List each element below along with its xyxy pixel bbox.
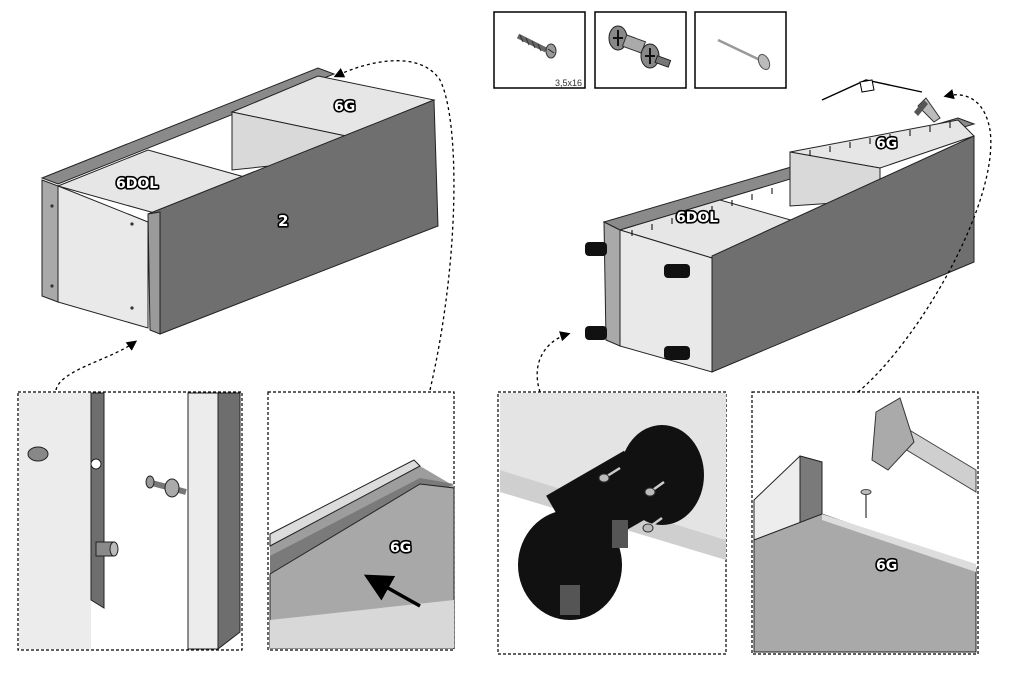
cam-screw-detail-icon (145, 475, 187, 498)
hardware-box-screw: 3,5x16 (493, 11, 586, 89)
label-6g-slide: 6G (390, 540, 411, 556)
leg-foot-icon (518, 425, 704, 620)
detail-cam-dowel (17, 391, 243, 651)
hardware-box-cam (594, 11, 687, 89)
label-6dol-left: 6DOL (116, 176, 158, 192)
hammer-icon (871, 397, 977, 493)
hardware-box-nail (694, 11, 787, 89)
wood-screw-icon (516, 33, 557, 59)
nail-icon (717, 38, 771, 71)
hammer-icon-small (821, 79, 941, 123)
right-cabinet-assembly: 6DOL 6G (585, 79, 976, 373)
callout-line-nail (857, 89, 992, 393)
callout-line-leg (536, 331, 571, 393)
cabinet-feet (585, 242, 690, 360)
label-6g-right: 6G (876, 136, 897, 152)
label-6g-left: 6G (334, 99, 355, 115)
detail-leg-screws (497, 391, 727, 655)
callout-line-cam (55, 340, 138, 391)
screw-size-label: 3,5x16 (555, 78, 582, 88)
cam-connector-icon (608, 25, 672, 69)
detail-nail-hammer: 6G (751, 391, 979, 655)
detail-slide-in: 6G (267, 391, 455, 651)
label-6dol-right: 6DOL (676, 210, 718, 226)
label-6g-nail: 6G (876, 558, 897, 574)
callout-line-slide (333, 60, 455, 391)
left-cabinet-assembly: 6DOL 6G 2 (40, 67, 439, 335)
slide-arrow-icon (363, 574, 421, 608)
label-panel-2: 2 (278, 212, 288, 230)
